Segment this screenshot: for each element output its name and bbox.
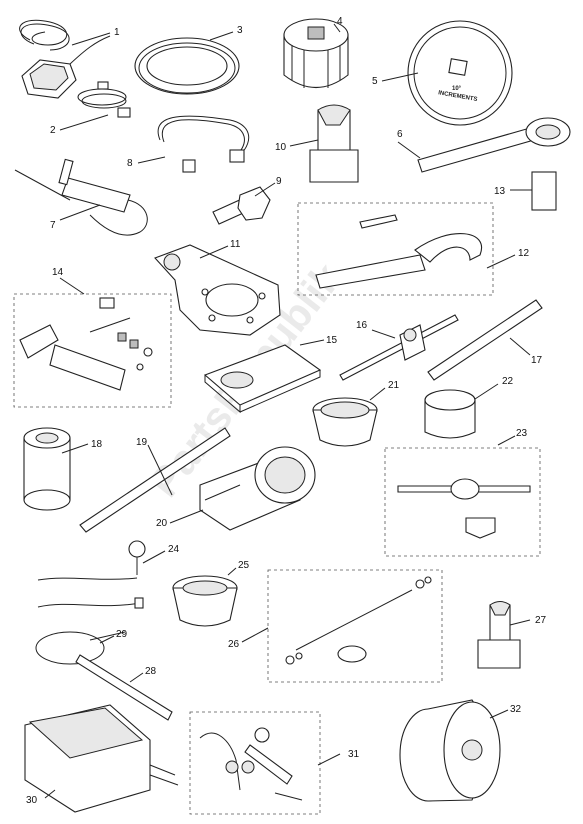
callout-25: 25 <box>238 560 250 571</box>
holder-plate-part <box>154 244 281 336</box>
cam-holding-tool-part <box>309 104 359 183</box>
diagnostic-interface-part <box>19 19 111 99</box>
dial-degrees-text: 10° <box>452 86 462 92</box>
callout-3: 3 <box>237 25 243 36</box>
group-box-23 <box>384 447 541 557</box>
seal-cup-part <box>172 575 238 627</box>
callout-5: 5 <box>372 76 378 87</box>
degree-dial-part: 10° INCREMENTS <box>407 20 513 126</box>
callout-11: 11 <box>230 239 241 250</box>
callout-30: 30 <box>26 795 38 806</box>
ring-nut-part <box>134 37 240 95</box>
callout-16: 16 <box>356 320 368 331</box>
gauge-block-part <box>531 171 557 211</box>
puller-part <box>199 446 316 531</box>
group-box-26 <box>267 569 443 683</box>
base-plate-part <box>203 344 322 414</box>
group-box-12 <box>297 202 494 296</box>
battery-charger-part <box>24 704 179 813</box>
pressure-gauge-part <box>37 540 146 609</box>
socket-part <box>23 427 71 511</box>
callout-18: 18 <box>91 439 103 450</box>
callout-1: 1 <box>114 27 120 38</box>
callout-19: 19 <box>136 437 148 448</box>
long-rod-part <box>79 427 231 533</box>
tap-wrench-part <box>397 478 531 539</box>
vacuum-pump-part <box>199 727 303 801</box>
callout-24: 24 <box>168 544 180 555</box>
bolt-part <box>212 186 271 225</box>
syringe-part <box>14 158 148 236</box>
callout-14: 14 <box>52 267 64 278</box>
callout-8: 8 <box>127 158 133 169</box>
cup-part <box>312 397 378 447</box>
threaded-rod-part <box>285 576 432 665</box>
callout-20: 20 <box>156 518 168 529</box>
callout-13: 13 <box>494 186 506 197</box>
callout-12: 12 <box>518 248 530 259</box>
callout-29: 29 <box>116 629 128 640</box>
group-box-31 <box>189 711 321 815</box>
drum-part <box>399 699 501 802</box>
callout-22: 22 <box>502 376 514 387</box>
rod-part <box>427 299 543 381</box>
group-box-14 <box>13 293 172 408</box>
cable-part <box>77 81 131 118</box>
callout-7: 7 <box>50 220 56 231</box>
strap-wrench-part <box>35 631 173 721</box>
callout-6: 6 <box>397 129 403 140</box>
cylinder-part <box>424 389 476 439</box>
callout-27: 27 <box>535 615 547 626</box>
callout-labels: 1 2 3 4 5 6 7 8 9 10 11 12 13 14 15 16 1… <box>26 16 547 806</box>
callout-32: 32 <box>510 704 522 715</box>
callout-17: 17 <box>531 355 543 366</box>
bar-tool-part <box>339 314 459 381</box>
callout-10: 10 <box>275 142 287 153</box>
callout-23: 23 <box>516 428 528 439</box>
holding-pin-part <box>477 601 521 669</box>
callout-15: 15 <box>326 335 338 346</box>
oil-filter-wrench-part <box>283 18 349 88</box>
callout-21: 21 <box>388 380 400 391</box>
callout-4: 4 <box>337 16 343 27</box>
callout-28: 28 <box>145 666 157 677</box>
callout-31: 31 <box>348 749 360 760</box>
c-spanner-part <box>315 214 483 289</box>
pin-spanner-part <box>417 117 571 173</box>
callout-9: 9 <box>276 176 282 187</box>
sensor-cable-part <box>157 115 250 173</box>
callout-26: 26 <box>228 639 240 650</box>
callout-2: 2 <box>50 125 56 136</box>
chain-tool-kit-part <box>19 297 153 391</box>
leader-lines <box>44 23 532 799</box>
